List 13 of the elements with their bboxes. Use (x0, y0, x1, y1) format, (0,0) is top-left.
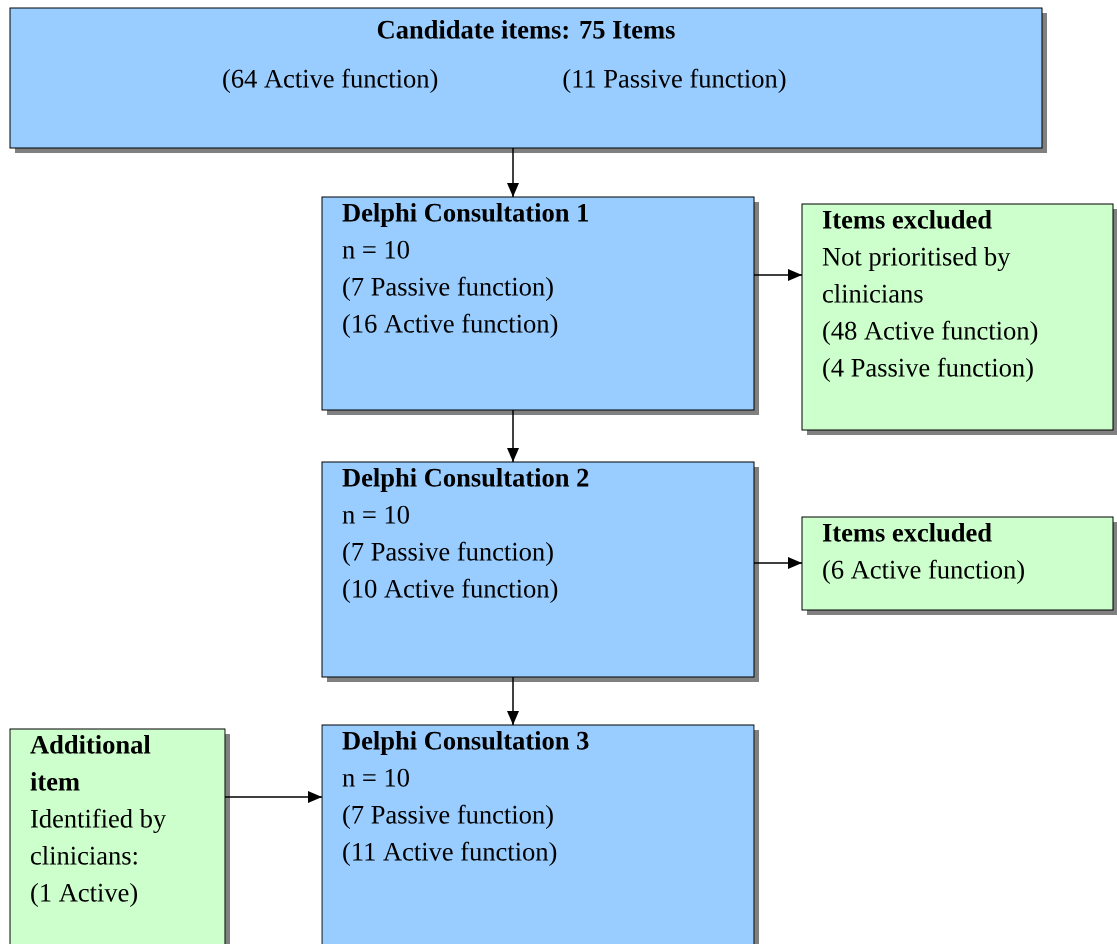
note-box: Items excluded (6 Active function) (801, 516, 1117, 615)
process-box: Delphi Consultation 3 n = 10 (7 Passive function) (11 Active function) (321, 724, 759, 944)
arrow (507, 409, 519, 463)
arrow (753, 557, 803, 569)
arrow (507, 147, 519, 198)
arrow (753, 269, 803, 281)
note-box: Items excluded Not prioritised by clinicians (48 Active function) (4 Passive function) (801, 203, 1117, 435)
arrow (507, 676, 519, 726)
header-box: Candidate items: 75 Items (64 Active function) (11 Passive function) (9, 7, 1047, 153)
note-box: Additional item Identified by clinicians: (1 Active) (9, 728, 230, 944)
process-box: Delphi Consultation 1 n = 10 (7 Passive function) (16 Active function) (321, 196, 759, 415)
process-box: Delphi Consultation 2 n = 10 (7 Passive function) (10 Active function) (321, 461, 759, 682)
arrow (224, 791, 323, 803)
